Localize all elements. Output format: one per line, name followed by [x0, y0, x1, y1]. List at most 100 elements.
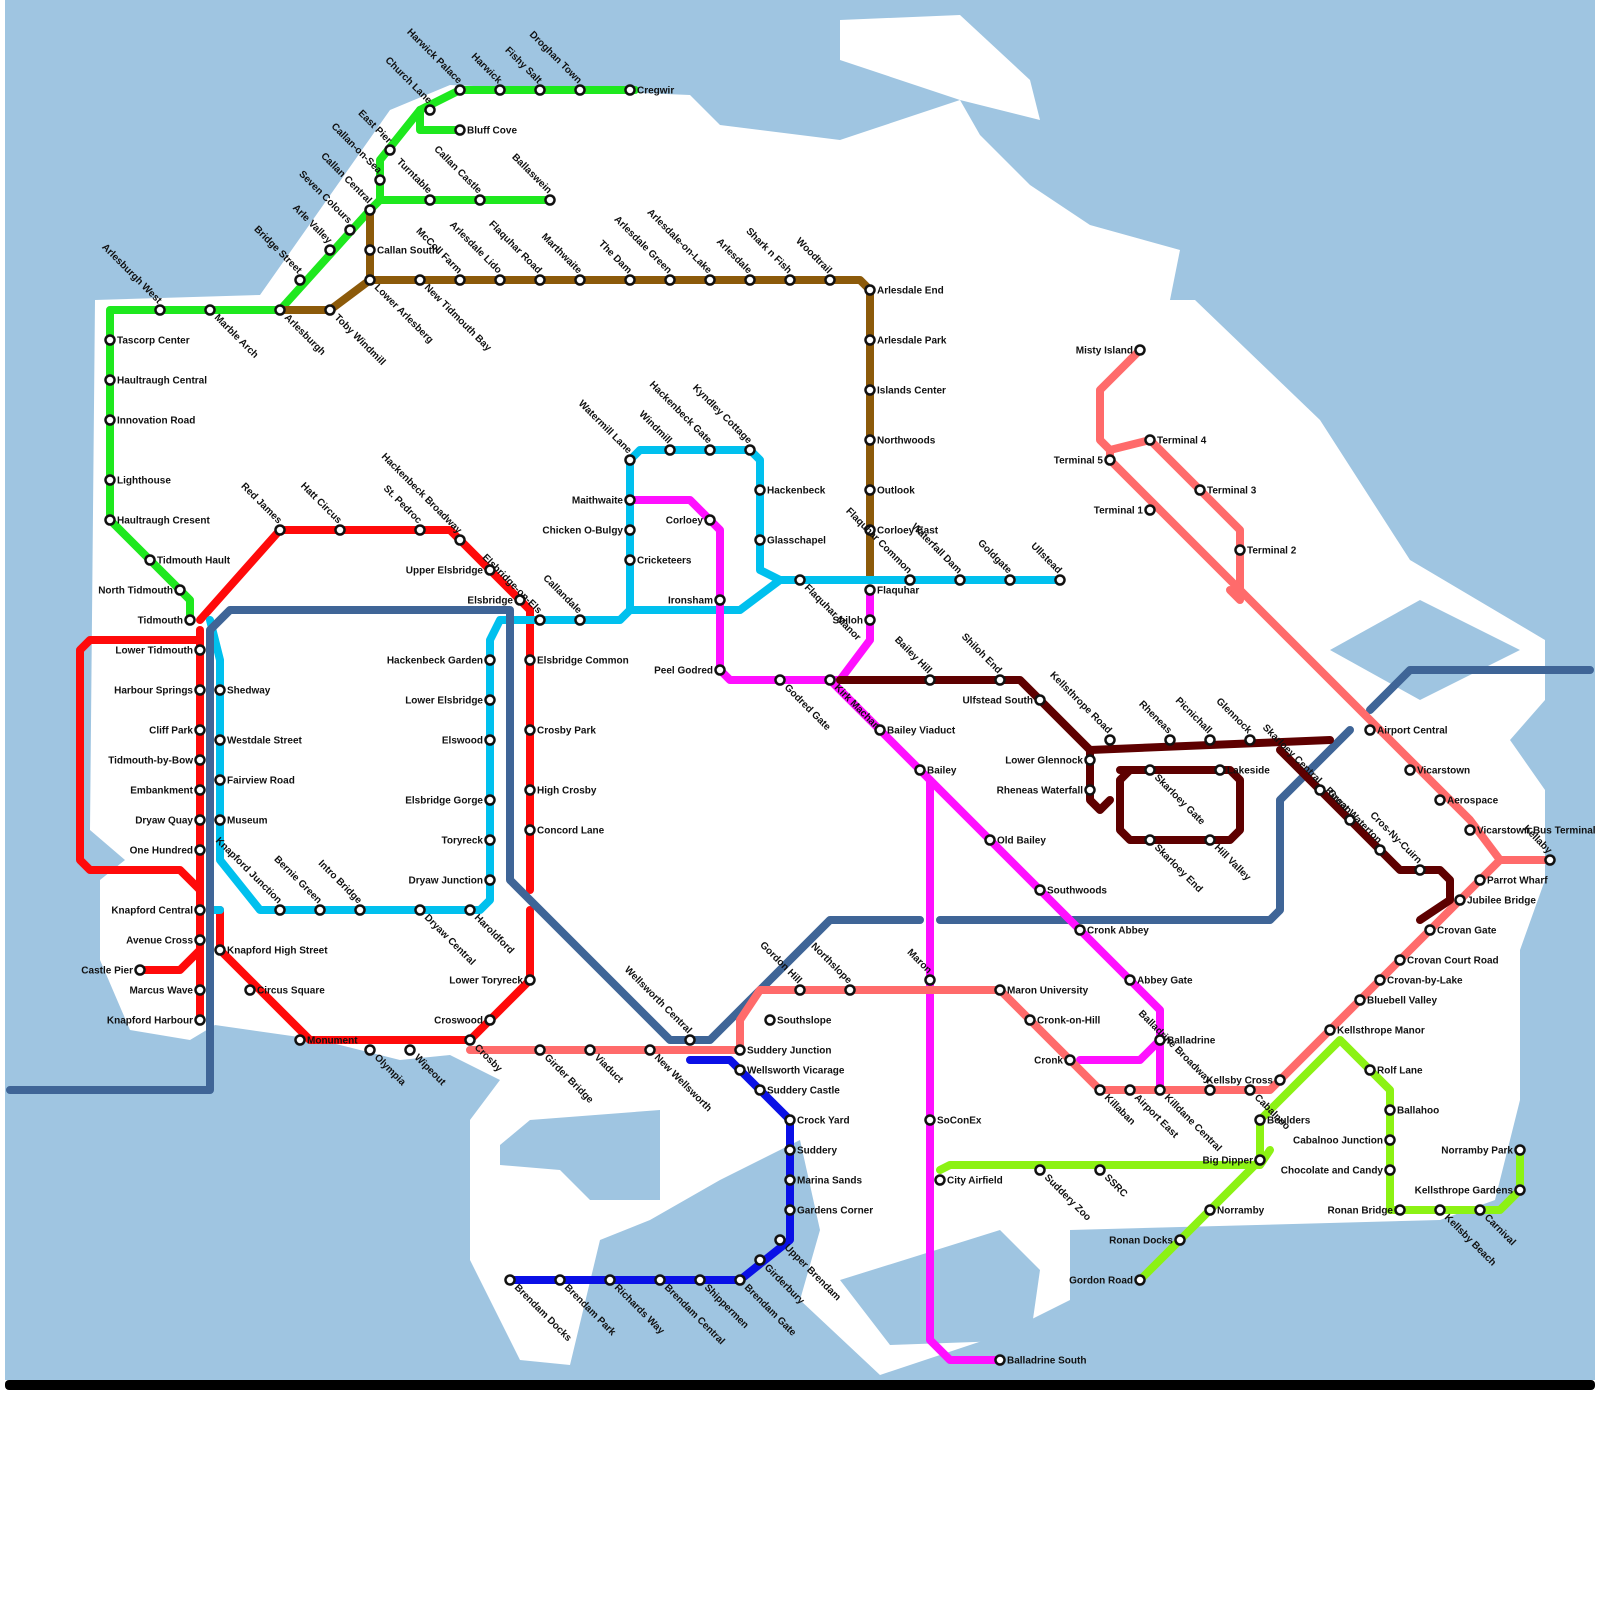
station-cros-ny-cuirn[interactable] — [1414, 864, 1426, 876]
station-ulfstead-south[interactable] — [1034, 694, 1046, 706]
station-croswood[interactable] — [484, 1014, 496, 1026]
station-girderbury[interactable] — [754, 1254, 766, 1266]
station-brendam-park[interactable] — [554, 1274, 566, 1286]
station-cronk[interactable] — [1064, 1054, 1076, 1066]
station-corloey-east[interactable] — [864, 524, 876, 536]
station-gordon-road[interactable] — [1134, 1274, 1146, 1286]
station-kirk-machan[interactable] — [824, 674, 836, 686]
station-jubilee-bridge[interactable] — [1454, 894, 1466, 906]
station-elswood[interactable] — [484, 734, 496, 746]
station-crovan-gate[interactable] — [1424, 924, 1436, 936]
station-knapford-high-street[interactable] — [214, 944, 226, 956]
station-soconex[interactable] — [924, 1114, 936, 1126]
station-terminal-4[interactable] — [1144, 434, 1156, 446]
station-kellaby[interactable] — [1544, 854, 1556, 866]
station-windmill[interactable] — [664, 444, 676, 456]
station-crosby[interactable] — [464, 1034, 476, 1046]
station-balladrine-south[interactable] — [994, 1354, 1006, 1366]
station-olympia[interactable] — [364, 1044, 376, 1056]
station-hill-valley[interactable] — [1204, 834, 1216, 846]
station-lower-arlesberg[interactable] — [364, 274, 376, 286]
station-seven-colours[interactable] — [344, 224, 356, 236]
station-norramby[interactable] — [1204, 1204, 1216, 1216]
station-haultraugh-central[interactable] — [104, 374, 116, 386]
station-arlesburgh-west[interactable] — [154, 304, 166, 316]
station-callan-on-sea[interactable] — [374, 174, 386, 186]
station-peel-godred[interactable] — [714, 664, 726, 676]
station-mccoll-farm[interactable] — [454, 274, 466, 286]
station-haroldford[interactable] — [464, 904, 476, 916]
station-wipeout[interactable] — [404, 1044, 416, 1056]
station-suddery-junction[interactable] — [734, 1044, 746, 1056]
station-abbey-gate[interactable] — [1124, 974, 1136, 986]
station-kyndley-cottage[interactable] — [744, 444, 756, 456]
station-bridge-street[interactable] — [294, 274, 306, 286]
station-callandale[interactable] — [574, 614, 586, 626]
station-monument[interactable] — [294, 1034, 306, 1046]
station-elsbridge-gorge[interactable] — [484, 794, 496, 806]
station-embankment[interactable] — [194, 784, 206, 796]
station-maron-university[interactable] — [994, 984, 1006, 996]
station-southslope[interactable] — [764, 1014, 776, 1026]
station-suddery-castle[interactable] — [754, 1084, 766, 1096]
station-haultraugh-cresent[interactable] — [104, 514, 116, 526]
station-red-james[interactable] — [274, 524, 286, 536]
station-corloey[interactable] — [704, 514, 716, 526]
station-cricketeers[interactable] — [624, 554, 636, 566]
station-lower-elsbridge[interactable] — [484, 694, 496, 706]
station-terminal-2[interactable] — [1234, 544, 1246, 556]
station-suddery-zoo[interactable] — [1034, 1164, 1046, 1176]
station-norramby-park[interactable] — [1514, 1144, 1526, 1156]
station-crovan-by-lake[interactable] — [1374, 974, 1386, 986]
station-turntable[interactable] — [424, 194, 436, 206]
station-cronk-abbey[interactable] — [1074, 924, 1086, 936]
station-killaban[interactable] — [1094, 1084, 1106, 1096]
station-callan-castle[interactable] — [474, 194, 486, 206]
station-rowan[interactable] — [1344, 814, 1356, 826]
station-balladrine-broadway[interactable] — [1204, 1084, 1216, 1096]
station-westdale-street[interactable] — [214, 734, 226, 746]
station-dryaw-quay[interactable] — [194, 814, 206, 826]
station-woodtrail[interactable] — [824, 274, 836, 286]
station-new-tidmouth-bay[interactable] — [414, 274, 426, 286]
station-high-crosby[interactable] — [524, 784, 536, 796]
station-church-lane[interactable] — [424, 104, 436, 116]
station-gardens-corner[interactable] — [784, 1204, 796, 1216]
station-harwick[interactable] — [494, 84, 506, 96]
station-arlesdale-lido[interactable] — [494, 274, 506, 286]
station-arlesdale-end[interactable] — [864, 284, 876, 296]
station-maron[interactable] — [924, 974, 936, 986]
station-misty-island[interactable] — [1134, 344, 1146, 356]
station-toby-windmill[interactable] — [324, 304, 336, 316]
station-upper-brendam[interactable] — [774, 1234, 786, 1246]
station-vicarstown-bus-terminal[interactable] — [1464, 824, 1476, 836]
station-bailey-viaduct[interactable] — [874, 724, 886, 736]
station-city-airfield[interactable] — [934, 1174, 946, 1186]
station-glasschapel[interactable] — [754, 534, 766, 546]
station-innovation-road[interactable] — [104, 414, 116, 426]
station-ironsham[interactable] — [714, 594, 726, 606]
station-marcus-wave[interactable] — [194, 984, 206, 996]
station-elsbridge-common[interactable] — [524, 654, 536, 666]
station-flaquhar-manor[interactable] — [794, 574, 806, 586]
station-toryreck[interactable] — [484, 834, 496, 846]
station-vicarstown[interactable] — [1404, 764, 1416, 776]
station-knapford-junction[interactable] — [274, 904, 286, 916]
station-lower-tidmouth[interactable] — [194, 644, 206, 656]
station-bailey[interactable] — [914, 764, 926, 776]
station-kellsthrope-road[interactable] — [1104, 734, 1116, 746]
station-cabalnoo[interactable] — [1244, 1084, 1256, 1096]
station-parrot-wharf[interactable] — [1474, 874, 1486, 886]
station-big-dipper[interactable] — [1254, 1154, 1266, 1166]
station-bluebell-valley[interactable] — [1354, 994, 1366, 1006]
station-knapford-central[interactable] — [194, 904, 206, 916]
station-airport-central[interactable] — [1364, 724, 1376, 736]
station-knapford-harbour[interactable] — [194, 1014, 206, 1026]
station-airport-east[interactable] — [1124, 1084, 1136, 1096]
station-maithwaite[interactable] — [624, 494, 636, 506]
station-arlesburgh[interactable] — [274, 304, 286, 316]
station-terminal-1[interactable] — [1144, 504, 1156, 516]
station-shark-n-fish[interactable] — [784, 274, 796, 286]
station-rheneas[interactable] — [1164, 734, 1176, 746]
station-skarloey-central[interactable] — [1314, 784, 1326, 796]
